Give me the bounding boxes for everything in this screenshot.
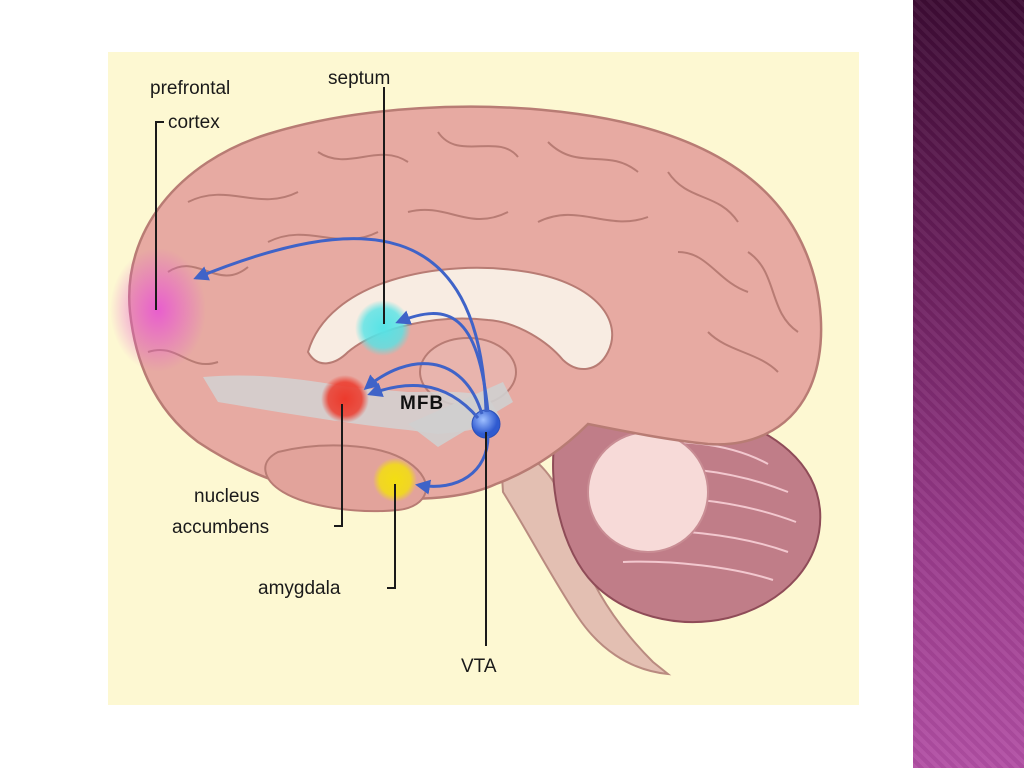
pathway-to-nucleus-2 xyxy=(367,382,480,419)
label-nucleus-line1: nucleus xyxy=(194,486,260,507)
pathway-to-prefrontal xyxy=(193,237,488,413)
label-mfb: MFB xyxy=(400,393,444,414)
label-nucleus-line2: accumbens xyxy=(172,517,269,538)
label-prefrontal-line1: prefrontal xyxy=(150,78,230,99)
label-vta: VTA xyxy=(461,656,497,677)
pathway-to-nucleus xyxy=(363,362,484,415)
label-prefrontal-line2: cortex xyxy=(168,112,220,133)
label-amygdala: amygdala xyxy=(258,578,341,599)
amygdala-region xyxy=(373,458,417,502)
gyri-folds xyxy=(147,131,799,373)
figure-panel: MFB prefrontal cortex septum nucleus acc… xyxy=(108,52,859,705)
cerebellum-white-matter xyxy=(587,431,709,553)
nucleus-accumbens-region xyxy=(321,375,369,423)
brain-diagram: MFB prefrontal cortex septum nucleus acc… xyxy=(110,68,823,677)
decorative-side-band xyxy=(913,0,1024,768)
pathway-to-septum xyxy=(395,310,490,413)
leader-amygdala xyxy=(387,484,396,589)
leader-prefrontal xyxy=(155,121,164,310)
prefrontal-cortex-region xyxy=(110,248,206,372)
label-septum: septum xyxy=(328,68,390,89)
leader-nucleus xyxy=(334,404,343,527)
